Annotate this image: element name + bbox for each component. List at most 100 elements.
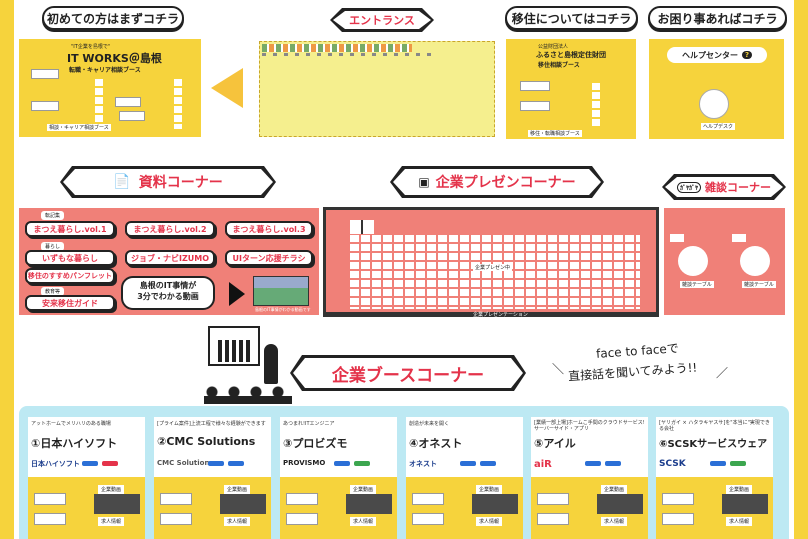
materials-panel: 転記集 暮らし 教育等 まつえ暮らし.vol.1 まつえ暮らし.vol.2 まつ… — [19, 208, 319, 315]
company-video[interactable] — [722, 494, 768, 514]
company-info-label: 企業動画 — [350, 485, 377, 494]
help-round-table[interactable] — [699, 89, 729, 119]
booth-desk[interactable] — [34, 493, 66, 505]
booth-desk[interactable] — [537, 513, 569, 525]
help-question-icon: ? — [741, 51, 753, 59]
entrance-area[interactable] — [259, 41, 495, 137]
booth-tag: アットホームでメリハリのある職場 — [31, 421, 111, 427]
booth-logo: CMC Solutions — [157, 459, 214, 467]
chat-title: ｶﾞﾔｶﾞﾔ 雑談コーナー — [665, 177, 783, 197]
booth-desk[interactable] — [286, 513, 318, 525]
chat-bubble-icon: ｶﾞﾔｶﾞﾔ — [677, 182, 701, 193]
booth-desk[interactable] — [412, 513, 444, 525]
seat-column-1 — [95, 79, 103, 129]
help-table-label: ヘルプデスク — [701, 123, 736, 130]
group-label-3: 教育等 — [41, 287, 65, 296]
video-thumbnail[interactable] — [253, 276, 309, 306]
furusato-table-2[interactable] — [520, 101, 550, 111]
material-btn-7[interactable]: 移住のすすめパンフレット — [25, 268, 115, 284]
video-promo[interactable]: 島根のIT事情が 3分でわかる動画 — [121, 276, 215, 310]
chat-title-text: 雑談コーナー — [705, 181, 771, 194]
presentation-title-text: 企業プレゼンコーナー — [435, 175, 576, 191]
presenter-figure — [264, 344, 278, 384]
materials-title: 📄 資料コーナー — [63, 169, 273, 195]
table-left-2[interactable] — [31, 101, 59, 111]
booth-card-top — [656, 417, 773, 477]
booths-title: 企業ブースコーナー — [293, 358, 523, 388]
screen-label: 企業プレゼン中 — [473, 264, 513, 271]
booth-card-top — [531, 417, 648, 477]
table-right-1[interactable] — [115, 97, 141, 107]
whiteboard-bars — [218, 340, 250, 362]
booth-desk[interactable] — [537, 493, 569, 505]
material-btn-4[interactable]: いずもな暮らし — [25, 250, 115, 266]
booth-logo: PROVISMO — [283, 459, 326, 467]
group-label-1: 転記集 — [41, 211, 65, 220]
booth-desk[interactable] — [34, 513, 66, 525]
company-video[interactable] — [472, 494, 518, 514]
company-info-label: 企業動画 — [224, 485, 251, 494]
job-info-label: 求人情報 — [476, 517, 503, 526]
migration-label[interactable]: 移住についてはコチラ — [505, 6, 638, 30]
booth-tag: [業績一部上場]ホームこ手間のクラウドサービス!サーバーサイド・アプリ — [534, 420, 645, 432]
booth-card-6[interactable]: [ヤリガイ × ハタラキヤスサ]を"本当に"実現できる会社 ⑥SCSKサービスウ… — [656, 417, 773, 539]
play-arrow-icon — [229, 282, 245, 306]
booth-name: ⑤アイル — [534, 437, 576, 450]
booth-chip — [334, 461, 350, 466]
material-btn-3[interactable]: まつえ暮らし.vol.3 — [225, 221, 313, 237]
booth-desk[interactable] — [286, 493, 318, 505]
presenter-icon: ▣ — [418, 175, 430, 189]
help-center-title: ヘルプセンター ? — [667, 47, 767, 63]
arrow-left-icon — [211, 68, 243, 108]
material-btn-5[interactable]: ジョブ・ナビIZUMO — [125, 250, 215, 266]
itworks-booth[interactable]: "IT企業を島根で" IT WORKS＠島根 転職・キャリア相談ブース 相談・キ… — [19, 39, 201, 137]
booth-card-5[interactable]: [業績一部上場]ホームこ手間のクラウドサービス!サーバーサイド・アプリ ⑤アイル… — [531, 417, 648, 539]
booth-chip — [82, 461, 98, 466]
presentation-hall[interactable]: 企業プレゼン中 企業プレゼンテーション — [323, 207, 659, 318]
booth-card-2[interactable]: [プライム案件]上流工程で様々な経験ができます ②CMC Solutions C… — [154, 417, 271, 539]
chat-area[interactable]: 雑談テーブル 雑談テーブル — [664, 208, 785, 315]
table-left-1[interactable] — [31, 69, 59, 79]
booth-name: ④オネスト — [409, 437, 463, 450]
job-info-label: 求人情報 — [350, 517, 377, 526]
document-icon: 📄 — [113, 174, 131, 190]
chat-table-1[interactable] — [678, 246, 708, 276]
chat-table-2[interactable] — [740, 246, 770, 276]
material-btn-2[interactable]: まつえ暮らし.vol.2 — [125, 221, 215, 237]
table-right-2[interactable] — [119, 111, 145, 121]
company-video[interactable] — [220, 494, 266, 514]
company-video[interactable] — [346, 494, 392, 514]
help-center-booth[interactable]: ヘルプセンター ? ヘルプデスク — [649, 39, 784, 139]
booth-name: ③プロビズモ — [283, 437, 348, 450]
booth-card-3[interactable]: あつまれ!ITエンジニア ③プロビズモ PROVISMO 企業動画 求人情報 — [280, 417, 397, 539]
booth-desk[interactable] — [662, 493, 694, 505]
booth-desk[interactable] — [662, 513, 694, 525]
company-video[interactable] — [94, 494, 140, 514]
furusato-sub: 移住相談ブース — [538, 62, 580, 69]
company-video[interactable] — [597, 494, 643, 514]
itworks-sub: 転職・キャリア相談ブース — [69, 67, 141, 74]
booth-chip — [605, 461, 621, 466]
tagline-slash-right: ／ — [716, 366, 729, 380]
booth-card-top — [406, 417, 523, 477]
material-btn-1[interactable]: まつえ暮らし.vol.1 — [25, 221, 115, 237]
presentation-title: ▣ 企業プレゼンコーナー — [393, 169, 601, 195]
booth-desk[interactable] — [412, 493, 444, 505]
booth-chip — [730, 461, 746, 466]
booth-card-1[interactable]: アットホームでメリハリのある職場 ①日本ハイソフト 日本ハイソフト 企業動画 求… — [28, 417, 145, 539]
first-time-label[interactable]: 初めての方はまずコチラ — [42, 6, 184, 30]
company-info-label: 企業動画 — [476, 485, 503, 494]
audience-figures — [204, 386, 292, 404]
furusato-table-1[interactable] — [520, 81, 550, 91]
booth-card-4[interactable]: 創造が未来を開く ④オネスト オネスト 企業動画 求人情報 — [406, 417, 523, 539]
booth-desk[interactable] — [160, 493, 192, 505]
material-btn-8[interactable]: 安来移住ガイド — [25, 295, 115, 311]
entrance-label[interactable]: エントランス — [333, 11, 431, 29]
booth-name: ②CMC Solutions — [157, 435, 256, 448]
material-btn-6[interactable]: UIターン応援チラシ — [225, 250, 313, 266]
itworks-title: IT WORKS＠島根 — [67, 52, 162, 65]
help-label[interactable]: お困り事あればコチラ — [648, 6, 787, 30]
furusato-booth[interactable]: 公益財団法人 ふるさと島根定住財団 移住相談ブース 移住・転職相談ブース — [506, 39, 636, 139]
booth-desk[interactable] — [160, 513, 192, 525]
booth-tag: 創造が未来を開く — [409, 421, 450, 427]
